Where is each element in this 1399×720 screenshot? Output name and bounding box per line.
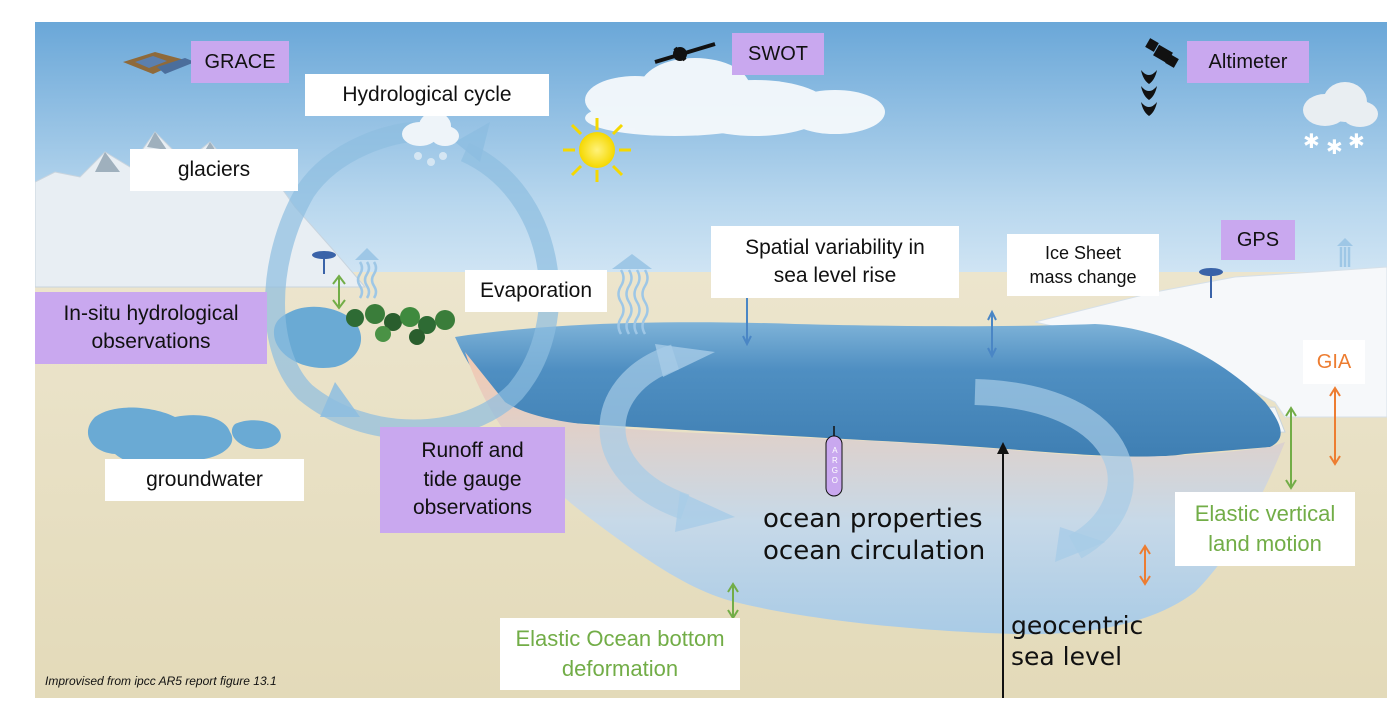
cloud-right	[1303, 82, 1378, 127]
altimeter-label: Altimeter	[1187, 41, 1309, 83]
cloud-center	[585, 58, 885, 136]
evaporation-label: Evaporation	[465, 270, 607, 312]
groundwater-blobs	[87, 407, 281, 467]
geocentric-arrow	[997, 442, 1009, 698]
diagram-canvas: ✱✱✱	[35, 22, 1387, 698]
svg-text:✱: ✱	[1303, 129, 1320, 153]
svg-text:✱: ✱	[1348, 129, 1365, 153]
argo-label: ARGO	[830, 446, 840, 486]
altimeter-satellite-icon	[1141, 38, 1179, 116]
grace-label: GRACE	[191, 41, 289, 83]
gps-label: GPS	[1221, 220, 1295, 260]
ocean-properties-label: ocean properties	[763, 503, 983, 534]
gia-label: GIA	[1303, 340, 1365, 384]
swot-satellite-icon	[654, 42, 716, 64]
lake	[273, 306, 362, 368]
spatial-variability-label: Spatial variability in sea level rise	[711, 226, 959, 298]
runoff-label: Runoff and tide gauge observations	[380, 427, 565, 533]
ice-sheet-label: Ice Sheet mass change	[1007, 234, 1159, 296]
sun-icon	[563, 118, 631, 182]
svg-text:✱: ✱	[1326, 135, 1343, 159]
grace-satellite-icon	[123, 52, 195, 74]
swot-label: SWOT	[732, 33, 824, 75]
hydrological-cycle-label: Hydrological cycle	[305, 74, 549, 116]
credit-text: Improvised from ipcc AR5 report figure 1…	[45, 674, 277, 688]
rain-cloud-icon	[402, 112, 459, 146]
tide-gauge-icon	[312, 251, 336, 274]
elastic-ocean-label: Elastic Ocean bottom deformation	[500, 618, 740, 690]
groundwater-label: groundwater	[105, 459, 304, 501]
snow-icon: ✱✱✱	[1303, 129, 1365, 159]
geocentric-label: geocentric sea level	[1011, 610, 1144, 671]
circulation-arrows	[599, 344, 1134, 559]
glaciers-label: glaciers	[130, 149, 298, 191]
elastic-vertical-label: Elastic vertical land motion	[1175, 492, 1355, 566]
ocean-circulation-label: ocean circulation	[763, 535, 986, 566]
in-situ-label: In-situ hydrological observations	[35, 292, 267, 364]
ocean-basin	[465, 352, 1285, 635]
gps-station-icon	[1199, 268, 1223, 298]
forest-icon	[346, 304, 455, 345]
evaporation-arrows	[356, 247, 1351, 335]
argo-float-icon	[825, 426, 843, 497]
